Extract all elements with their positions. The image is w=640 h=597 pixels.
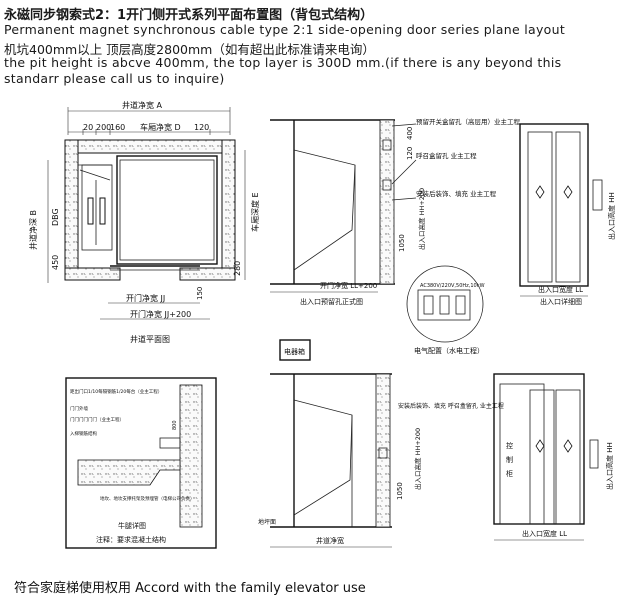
entrance-front-view-2: 安装后装饰、填充 呼召盒留孔 业主工程 出入口高度 HH+200 1050 地坪… — [258, 373, 504, 548]
control-box: 电器箱 — [279, 339, 311, 361]
fv1-ll: 开门净宽 LL+200 — [320, 281, 377, 290]
pit-caption: 牛腿详图 — [118, 521, 146, 530]
dd2-hh: 出入口高度 HH — [605, 442, 614, 490]
dd1-hh: 出入口高度 HH — [607, 192, 616, 240]
fv2-note: 安装后装饰、填充 呼召盒留孔 业主工程 — [398, 402, 504, 410]
dim-20: 20 — [83, 123, 93, 132]
fv2-width: 井道净宽 — [316, 536, 344, 545]
door-detail-2: 控 制 柜 出入口宽度 LL 出入口高度 HH — [493, 373, 614, 541]
electric-caption: 电气配置（水电工程） — [414, 346, 484, 355]
pit-note-en-line1: the pit height is abcve 400mm, the top l… — [4, 55, 562, 70]
dim-dbg: DBG — [51, 208, 60, 226]
pit-note-cn: 机坑400mm以上 顶层高度2800mm（如有超出此标准请来电询） — [4, 42, 375, 57]
entrance-detail-view: 出入口宽度 LL 出入口高度 HH 出入口详细图 — [519, 123, 616, 306]
footer-note: 符合家庭梯使用权用 Accord with the family elevato… — [14, 581, 366, 596]
dd2-panel-char-2: 制 — [506, 455, 513, 464]
dim-door-width-plus: 开门净宽 JJ+200 — [130, 309, 191, 319]
shaft-plan: 井道净宽 A 20 200 160 车厢净宽 D 120 井道净深 B DBG — [28, 100, 260, 344]
page-title: 永磁同步钢索式2：1开门侧开式系列平面布置图（背包式结构） — [4, 8, 374, 23]
fv1-note-2: 呼召盒留孔 业主工程 — [416, 151, 477, 160]
dim-280: 280 — [233, 261, 242, 276]
pit-structure-note: 注释：要求混凝土结构 — [96, 535, 166, 544]
pit-note-2: 门门外墙 — [70, 405, 88, 412]
electric-config: AC380V/220V,50Hz,10kW 电气配置（水电工程） — [406, 265, 485, 355]
dd1-caption: 出入口详细图 — [540, 297, 582, 306]
fv2-ground: 地坪面 — [258, 518, 276, 526]
dim-car-width: 车厢净宽 D — [140, 122, 181, 132]
dim-shaft-depth: 井道净深 B — [28, 210, 38, 250]
dim-car-depth: 车厢深度 E — [250, 192, 260, 232]
dd2-panel-char-3: 柜 — [506, 469, 513, 478]
dim-200: 200 — [96, 123, 111, 132]
pit-note-3: 门门门门门门（业主工程） — [70, 416, 124, 423]
entrance-reserved-holes-view: 开门净宽 LL+200 400 120 1050 出入口高度 HH+200 预留… — [270, 117, 521, 306]
fv1-dim-1050: 1050 — [398, 234, 406, 252]
fv1-dim-400: 400 — [406, 127, 414, 140]
dim-door-width: 开门净宽 JJ — [126, 293, 165, 303]
pit-detail: 距出门口1/10每隔钢筋1/20每台（业主工程） 门门外墙 门门门门门门（业主工… — [65, 377, 217, 549]
plan-caption: 井道平面图 — [130, 334, 170, 344]
fv1-note-1: 预留开关盒留孔（高层用）业主工程 — [416, 117, 521, 126]
dim-120: 120 — [194, 123, 209, 132]
dim-shaft-width: 井道净宽 A — [122, 100, 163, 110]
dd2-panel-char-1: 控 — [506, 441, 513, 450]
dd2-ll: 出入口宽度 LL — [522, 529, 567, 538]
dim-450: 450 — [51, 255, 60, 270]
fv1-caption: 出入口预留孔正式图 — [300, 297, 363, 306]
pit-dim-800: 800 — [172, 420, 178, 430]
fv1-dim-120: 120 — [406, 147, 414, 160]
pit-note-en-line2: standarr please call us to inquire) — [4, 71, 225, 86]
fv1-note-3: 安装后装饰、填充 业主工程 — [416, 189, 497, 198]
title-english: Permanent magnet synchronous cable type … — [4, 22, 566, 37]
fv2-hh: 出入口高度 HH+200 — [413, 428, 422, 490]
dim-150: 150 — [196, 287, 204, 300]
dd1-ll: 出入口宽度 LL — [538, 285, 583, 294]
pit-note-5: 地坎、地坎支撑托架及预埋管（电梯公司负责） — [100, 495, 195, 502]
fv2-dim-1050: 1050 — [396, 482, 404, 500]
pit-note-1: 距出门口1/10每隔钢筋1/20每台（业主工程） — [70, 388, 162, 395]
control-box-label: 电器箱 — [284, 347, 305, 356]
dim-160: 160 — [110, 123, 125, 132]
electric-label: AC380V/220V,50Hz,10kW — [420, 283, 485, 289]
fv1-hh: 出入口高度 HH+200 — [417, 188, 426, 250]
pit-note-4: 入梯钢筋结构 — [70, 430, 97, 437]
